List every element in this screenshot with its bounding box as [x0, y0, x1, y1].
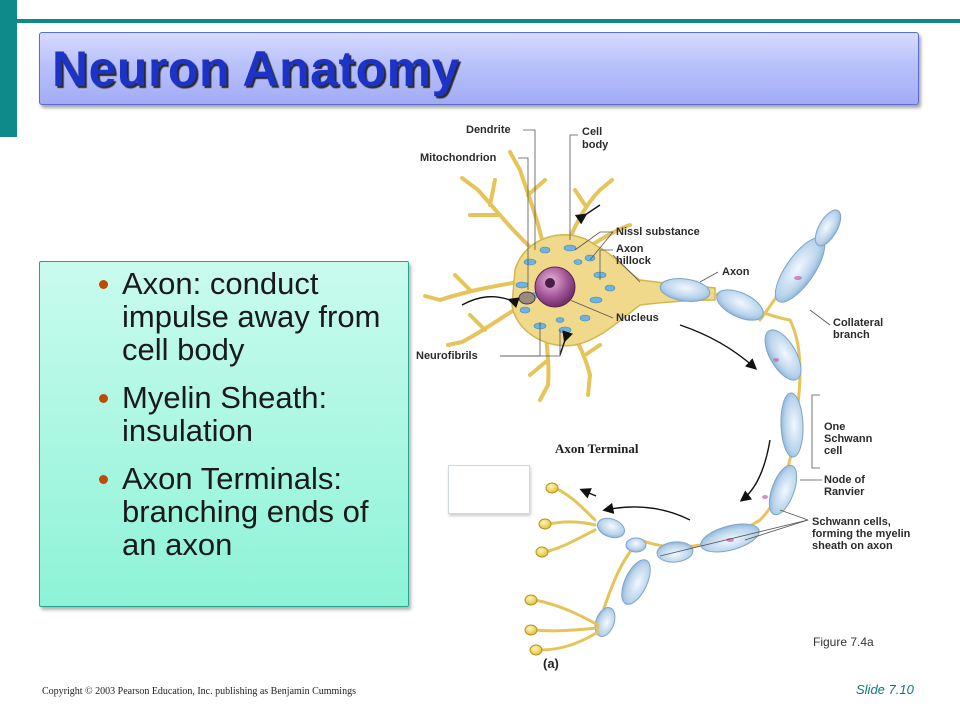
leader-lines: [500, 129, 831, 557]
label-axon-hillock-line1: Axon: [616, 243, 644, 255]
label-collateral-line2: branch: [833, 329, 870, 341]
label-mitochondrion: Mitochondrion: [420, 152, 497, 164]
neuron-diagram: [423, 129, 842, 656]
bullet-dot-icon: [99, 394, 108, 403]
bullet-item: Axon: conduct impulse away from cell bod…: [96, 267, 406, 366]
copyright-text: Copyright © 2003 Pearson Education, Inc.…: [42, 686, 356, 697]
label-one-schwann-line3: cell: [824, 445, 843, 457]
blank-label-box: [448, 465, 530, 514]
bullet-dot-icon: [99, 280, 108, 289]
label-node-line1: Node of: [824, 474, 865, 486]
bullet-dot-icon: [99, 475, 108, 484]
bullet-box: Axon: conduct impulse away from cell bod…: [39, 261, 409, 607]
top-accent-bar: [17, 19, 960, 23]
cell-body: [511, 234, 716, 347]
label-neurofibrils: Neurofibrils: [416, 350, 478, 362]
left-accent-bar: [0, 0, 17, 137]
title-banner: Neuron Anatomy: [39, 32, 919, 105]
label-nucleus: Nucleus: [616, 312, 659, 324]
impulse-arrows: [461, 204, 771, 521]
bullet-text: Axon: conduct impulse away from cell bod…: [122, 266, 381, 367]
bullet-text: Myelin Sheath: insulation: [122, 380, 328, 448]
page-title: Neuron Anatomy: [52, 41, 460, 97]
label-dendrite: Dendrite: [466, 124, 511, 136]
label-nissl-substance: Nissl substance: [616, 226, 700, 238]
bullet-text: Axon Terminals: branching ends of an axo…: [122, 461, 369, 562]
label-cell: Cell: [582, 126, 603, 138]
axon-terminals: [524, 482, 600, 656]
bullet-list: Axon: conduct impulse away from cell bod…: [96, 267, 406, 576]
axon-terminal-label: Axon Terminal: [555, 441, 639, 456]
label-schwann-cells-line1: Schwann cells,: [812, 516, 891, 528]
label-one-schwann-line1: One: [824, 421, 846, 433]
label-collateral-line1: Collateral: [833, 317, 884, 329]
figure-caption: Figure 7.4a: [813, 635, 874, 649]
label-axon: Axon: [722, 266, 750, 278]
label-schwann-cells-line2: forming the myelin: [812, 528, 911, 540]
bullet-item: Myelin Sheath: insulation: [96, 381, 406, 447]
bullet-item: Axon Terminals: branching ends of an axo…: [96, 462, 406, 561]
panel-label: (a): [543, 656, 559, 671]
label-one-schwann-line2: Schwann: [824, 433, 873, 445]
label-schwann-cells-line3: sheath on axon: [812, 540, 893, 552]
slide-number: Slide 7.10: [856, 682, 914, 697]
label-node-line2: Ranvier: [824, 486, 865, 498]
label-body: body: [582, 139, 609, 151]
label-axon-hillock-line2: hillock: [616, 255, 651, 267]
